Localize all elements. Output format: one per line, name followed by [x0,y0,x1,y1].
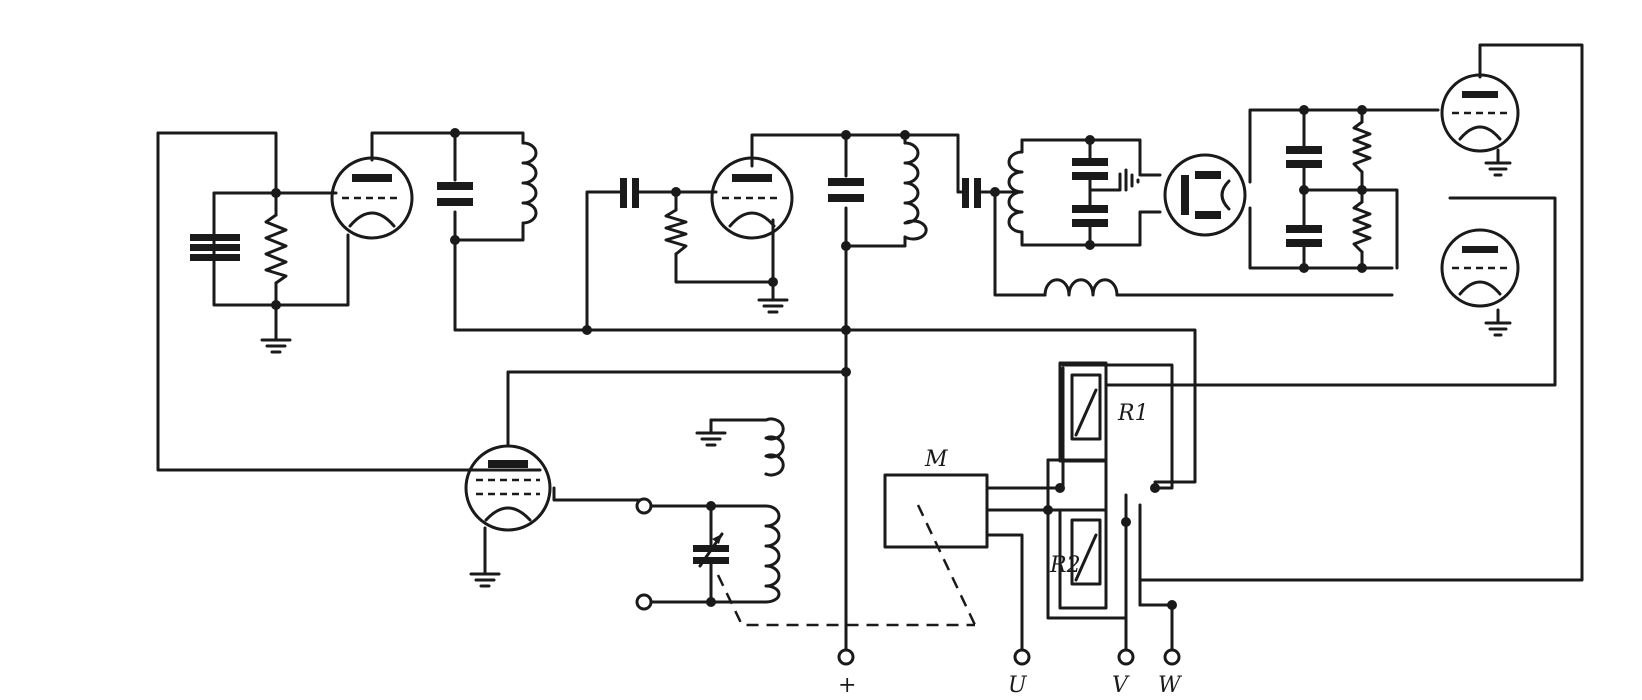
terminal-u [1013,648,1031,666]
label-r1: R1 [1117,401,1149,426]
label-motor: M [924,447,948,472]
tube-lower-right [1440,228,1520,308]
tube-upper-right [1440,73,1520,153]
terminals [635,497,1181,666]
terminal-plus [837,648,855,666]
resistors [264,120,1372,285]
tube-output [464,444,552,532]
tube-amplifier-middle [710,156,794,240]
capacitors [190,146,1322,568]
motor-box [883,473,989,549]
inductors [521,141,1119,604]
tube-discriminator [1163,153,1247,237]
junction-dots [271,105,1367,610]
mechanical-links [716,504,977,627]
grounds [260,161,1512,588]
label-v: V [1112,673,1130,698]
terminal-input-top [635,497,653,515]
terminal-v [1117,648,1135,666]
terminal-w [1163,648,1181,666]
label-w: W [1158,673,1183,698]
terminal-input-bottom [635,593,653,611]
tube-oscillator [330,156,414,240]
label-plus: + [838,673,856,698]
ratio-meter [1046,361,1108,610]
label-u: U [1008,673,1028,698]
label-r2: R2 [1049,553,1081,578]
